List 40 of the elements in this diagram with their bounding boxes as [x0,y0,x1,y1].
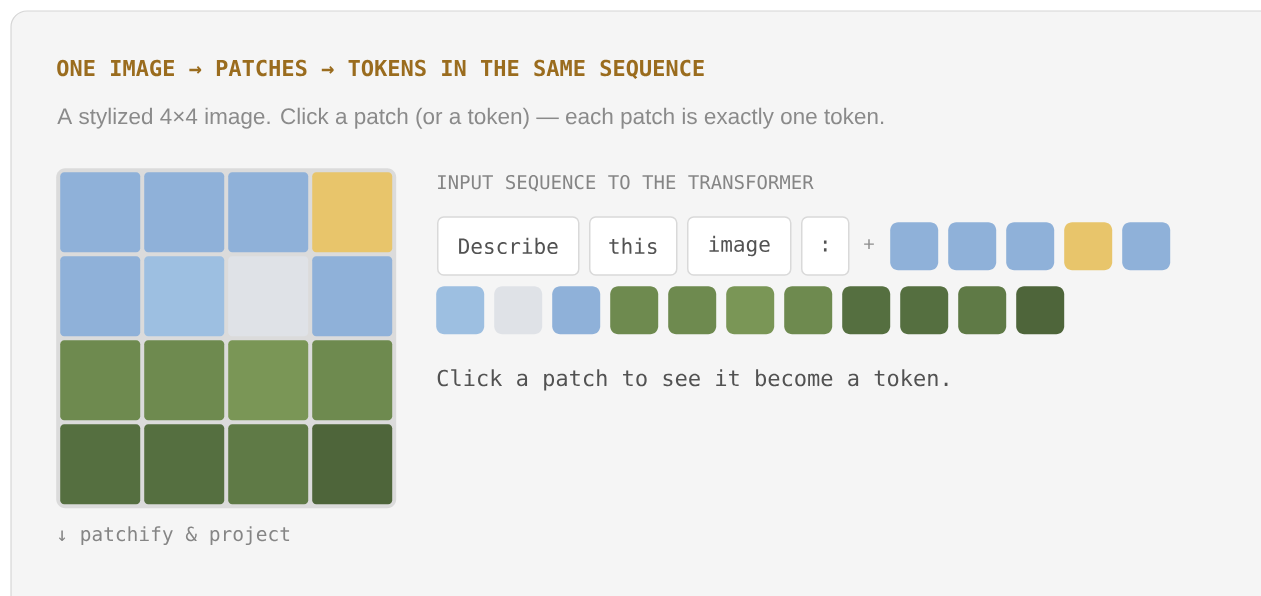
patch-token [1122,222,1171,271]
patch-token [610,286,659,335]
token-box: Describe [437,216,580,276]
image-patch [312,424,393,505]
plus-sign: + [864,239,874,249]
patch-token [726,286,775,335]
image-patch [144,340,225,421]
patch-token [900,286,949,335]
image-patch [60,256,141,337]
image-patch [60,340,141,421]
patch-token [842,286,891,335]
image-patch [312,340,393,421]
title: ONE IMAGE → PATCHES → TOKENS IN THE SAME SEQUENCE [57,59,704,79]
patch-token [1016,286,1065,335]
image-patch [228,424,309,505]
image-patch [312,172,393,253]
image-patch [144,172,225,253]
token-box: this [589,216,678,276]
image-patch [228,172,309,253]
image-patch [312,256,393,337]
patch-token [668,286,717,335]
patch-token [1006,222,1055,271]
instruction-text: Click a patch to see it become a token. [437,369,948,391]
patch-token [958,286,1007,335]
image-patch [60,172,141,253]
image-patch [144,424,225,505]
caption: ↓ patchify & project [58,526,290,546]
image-patch [228,340,309,421]
token-box: : [801,216,850,276]
patch-token [890,222,939,271]
patch-token [552,286,601,335]
patch-token [784,286,833,335]
patch-token [436,286,485,335]
subtitle: A stylized 4×4 image. Click a patch (or a token) — each patch is exactly one token. [57,107,884,129]
image-patch [144,256,225,337]
image-patch [60,424,141,505]
token-box: image [687,216,792,276]
section-heading: INPUT SEQUENCE TO THE TRANSFORMER [438,174,814,192]
patch-token [948,222,997,271]
patch-token [1064,222,1113,271]
